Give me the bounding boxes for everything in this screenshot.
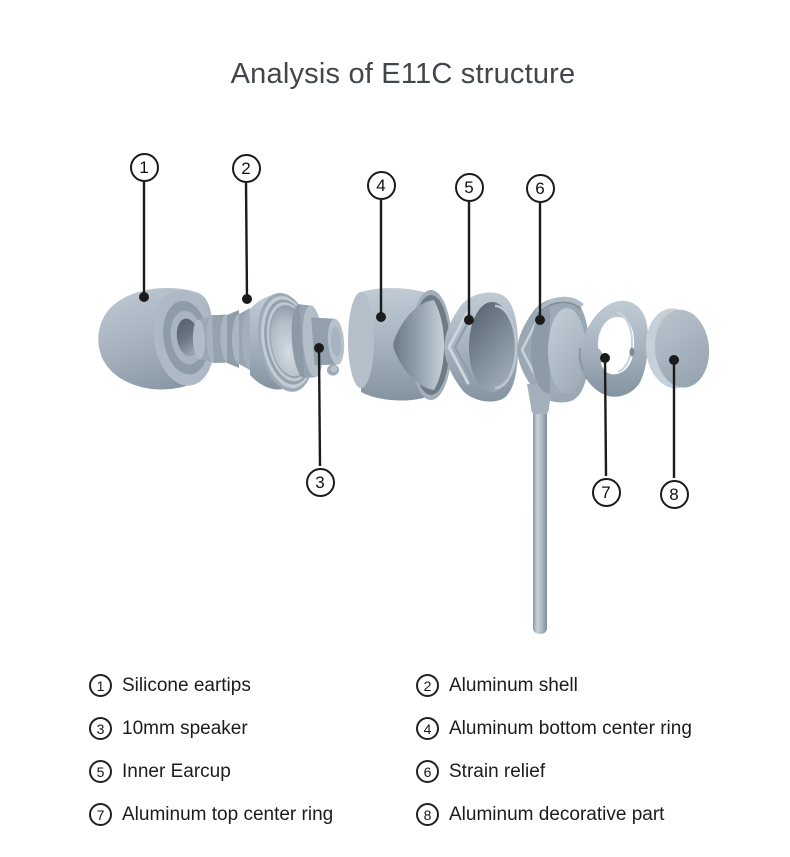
- part-inner-earcup: [444, 292, 518, 402]
- callout-8: 8: [659, 479, 689, 509]
- legend-label-6: Strain relief: [449, 760, 546, 782]
- legend-item-aluminum-bottom-center-ring: 4 Aluminum bottom center ring: [416, 717, 749, 740]
- legend-num-1: 1: [89, 674, 112, 697]
- legend-label-2: Aluminum shell: [449, 674, 578, 696]
- legend-label-1: Silicone eartips: [122, 674, 251, 696]
- callout-5: 5: [454, 172, 484, 202]
- callout-7: 7: [591, 477, 621, 507]
- legend: 1 Silicone eartips 2 Aluminum shell 3 10…: [89, 674, 749, 826]
- part-aluminum-decorative-part: [645, 308, 710, 389]
- legend-label-8: Aluminum decorative part: [449, 803, 665, 825]
- legend-num-2: 2: [416, 674, 439, 697]
- callout-4: 4: [366, 170, 396, 200]
- legend-item-aluminum-shell: 2 Aluminum shell: [416, 674, 749, 697]
- part-aluminum-bottom-center-ring: [348, 288, 452, 401]
- legend-item-silicone-eartips: 1 Silicone eartips: [89, 674, 416, 697]
- legend-label-4: Aluminum bottom center ring: [449, 717, 692, 739]
- legend-num-4: 4: [416, 717, 439, 740]
- cable: [533, 414, 547, 634]
- legend-num-5: 5: [89, 760, 112, 783]
- callout-2: 2: [231, 153, 261, 183]
- legend-item-strain-relief: 6 Strain relief: [416, 760, 749, 783]
- legend-num-8: 8: [416, 803, 439, 826]
- callout-anchor-dots: [139, 292, 679, 365]
- part-strain-relief: [517, 296, 589, 634]
- callout-6: 6: [525, 173, 555, 203]
- legend-item-10mm-speaker: 3 10mm speaker: [89, 717, 416, 740]
- legend-label-5: Inner Earcup: [122, 760, 231, 782]
- page-title: Analysis of E11C structure: [230, 58, 576, 90]
- callout-3: 3: [305, 467, 335, 497]
- legend-num-7: 7: [89, 803, 112, 826]
- legend-item-inner-earcup: 5 Inner Earcup: [89, 760, 416, 783]
- legend-label-3: 10mm speaker: [122, 717, 248, 739]
- part-10mm-speaker: [291, 304, 345, 379]
- part-silicone-eartips: [98, 288, 234, 390]
- part-eartip-stem: [192, 314, 234, 364]
- callout-leader-lines: [142, 182, 676, 478]
- legend-item-aluminum-top-center-ring: 7 Aluminum top center ring: [89, 803, 416, 826]
- part-aluminum-top-center-ring: [578, 300, 649, 397]
- legend-num-3: 3: [89, 717, 112, 740]
- legend-item-aluminum-decorative-part: 8 Aluminum decorative part: [416, 803, 749, 826]
- legend-label-7: Aluminum top center ring: [122, 803, 334, 825]
- callout-1: 1: [129, 152, 159, 182]
- legend-num-6: 6: [416, 760, 439, 783]
